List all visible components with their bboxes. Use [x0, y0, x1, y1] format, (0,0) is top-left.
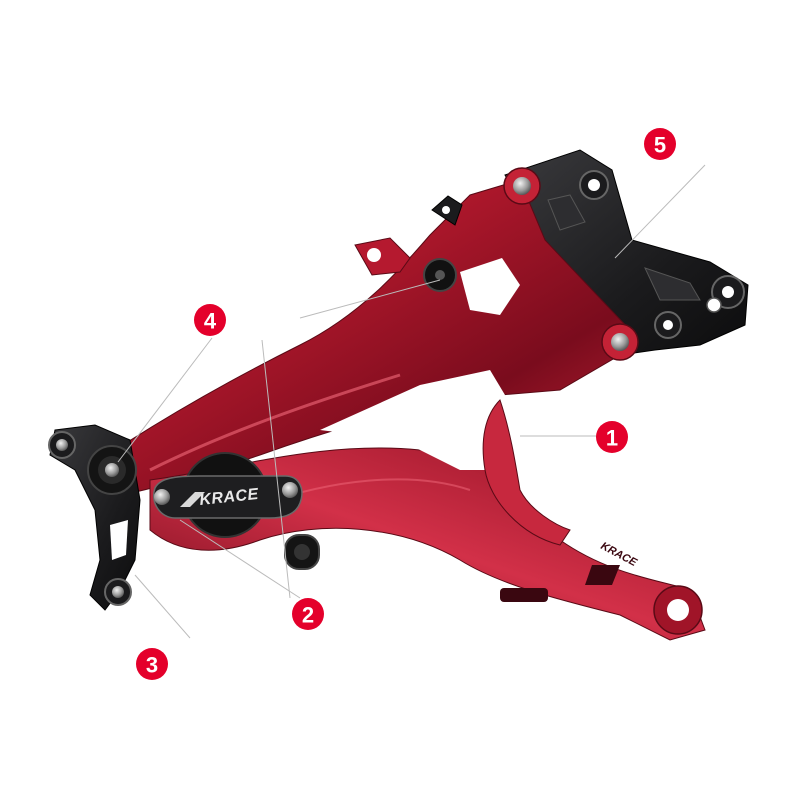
callout-3: 3	[136, 648, 168, 680]
pivot-bolt	[87, 445, 137, 495]
brand-plate: KRACE	[153, 452, 303, 538]
callout-2-number: 2	[302, 603, 314, 628]
brand-plate-label: KRACE	[199, 486, 261, 509]
callout-4: 4	[194, 304, 226, 336]
callout-1-badge	[596, 421, 628, 453]
callout-5: 5	[644, 128, 676, 160]
callout-5-number: 5	[654, 133, 666, 158]
callout-3-badge	[136, 648, 168, 680]
spacer-bolt	[284, 534, 320, 570]
callout-5-badge	[644, 128, 676, 160]
rear-mount-plate	[504, 149, 749, 356]
callout-4-number: 4	[204, 309, 217, 334]
callout-3-number: 3	[146, 653, 158, 678]
upper-tabs	[431, 195, 463, 226]
callout-2-badge	[292, 598, 324, 630]
callout-1: 1	[596, 421, 628, 453]
bracket-bolts	[423, 167, 639, 361]
callout-1-number: 1	[606, 426, 618, 451]
callout-leader-lines	[117, 164, 706, 639]
callout-4-badge	[194, 304, 226, 336]
callout-2: 2	[292, 598, 324, 630]
